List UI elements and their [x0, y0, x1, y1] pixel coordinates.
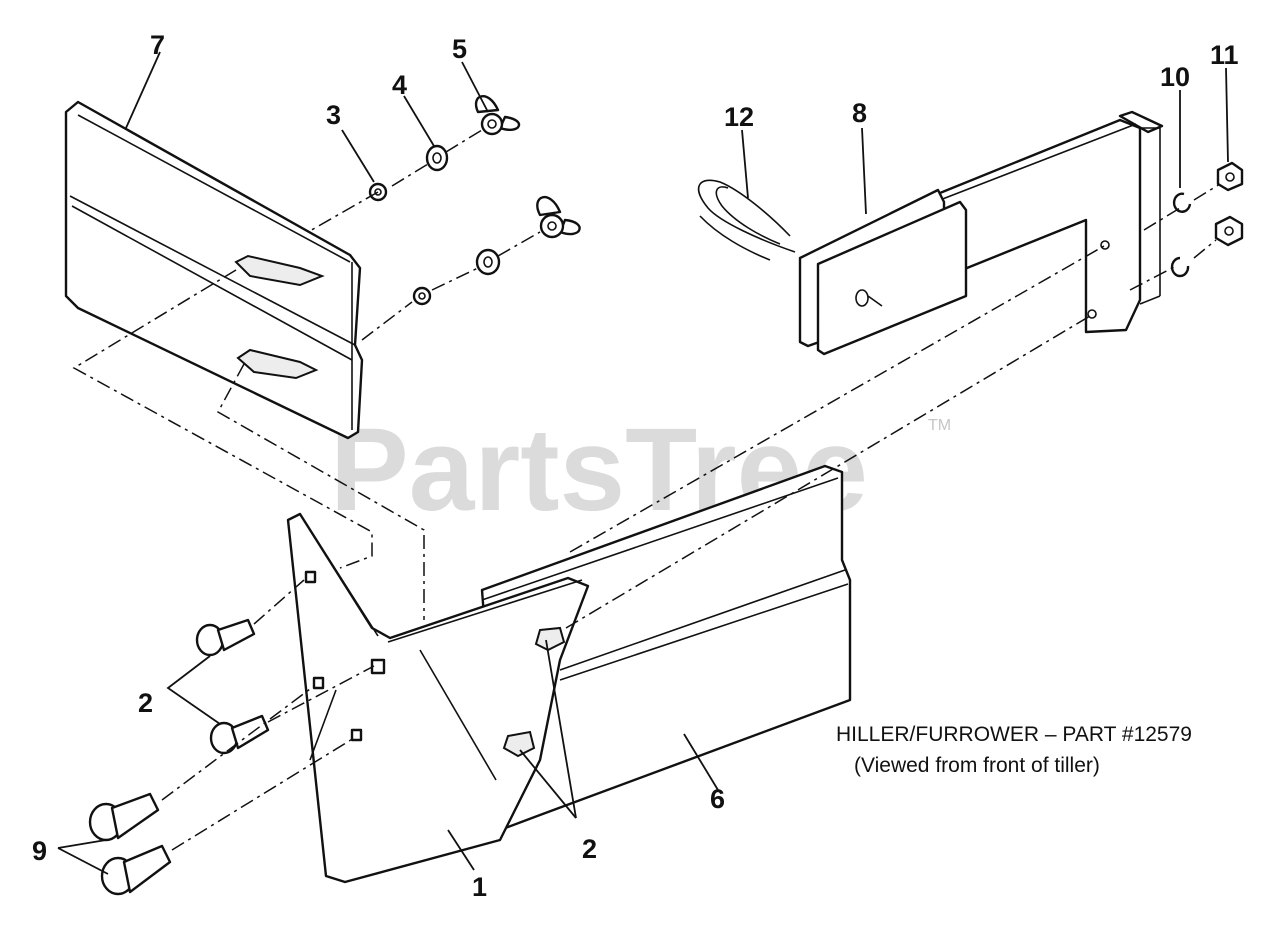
carriage-bolts — [88, 618, 270, 896]
callout-4: 4 — [392, 70, 407, 100]
flat-washer-4-lower — [475, 248, 501, 276]
lock-washer-10-upper — [1172, 192, 1192, 213]
callout-3: 3 — [326, 100, 341, 130]
hex-nut-11-upper — [1216, 161, 1244, 192]
watermark: PartsTree TM — [330, 404, 951, 536]
callout-7: 7 — [150, 30, 165, 60]
callout-9: 9 — [32, 836, 47, 866]
leader-lines — [57, 51, 1229, 875]
bolt-9-upper — [88, 792, 160, 842]
hex-nut-11-lower — [1214, 215, 1244, 247]
caption-title: HILLER/FURROWER – PART #12579 — [836, 723, 1192, 746]
callout-6: 6 — [710, 784, 725, 814]
wing-nut-5-lower — [536, 195, 581, 239]
bolt-9-lower — [100, 844, 172, 896]
part-6-furrower-body[interactable] — [480, 464, 852, 832]
hex-nuts-11 — [1214, 161, 1244, 247]
lock-washers-10 — [1170, 192, 1192, 278]
part-8-bracket-arm[interactable] — [933, 110, 1164, 334]
part-12-hair-pin[interactable] — [697, 179, 796, 261]
bolt-2-upper — [195, 618, 256, 657]
callout-10: 10 — [1160, 62, 1190, 92]
wing-nut-5-upper — [474, 95, 520, 136]
callout-11: 11 — [1210, 40, 1239, 70]
diagram-caption: HILLER/FURROWER – PART #12579 (Viewed fr… — [836, 723, 1192, 777]
watermark-trademark: TM — [928, 417, 951, 434]
callout-2-right: 2 — [582, 834, 597, 864]
callout-1: 1 — [472, 872, 487, 902]
caption-subtitle: (Viewed from front of tiller) — [854, 754, 1100, 777]
assembly-lines — [72, 129, 1221, 851]
square-hole-4 — [350, 728, 363, 742]
callout-5: 5 — [452, 34, 467, 64]
flat-washer-4-upper — [425, 144, 449, 172]
part-8-clamp-block[interactable] — [798, 188, 968, 356]
square-hole-1 — [304, 570, 317, 584]
callout-12: 12 — [724, 102, 754, 132]
callout-2-left: 2 — [138, 688, 153, 718]
hardware-upper-row — [368, 95, 520, 202]
part-7-wing-plate[interactable] — [64, 100, 364, 440]
callout-labels: 7 3 4 5 12 8 10 11 2 2 6 9 1 — [32, 30, 1239, 902]
lock-washer-3-lower — [412, 286, 432, 306]
square-hole-2 — [312, 676, 325, 690]
callout-8: 8 — [852, 98, 867, 128]
hardware-lower-row — [412, 195, 581, 306]
bolt-2-lower — [209, 714, 270, 755]
lock-washer-10-lower — [1170, 256, 1190, 278]
